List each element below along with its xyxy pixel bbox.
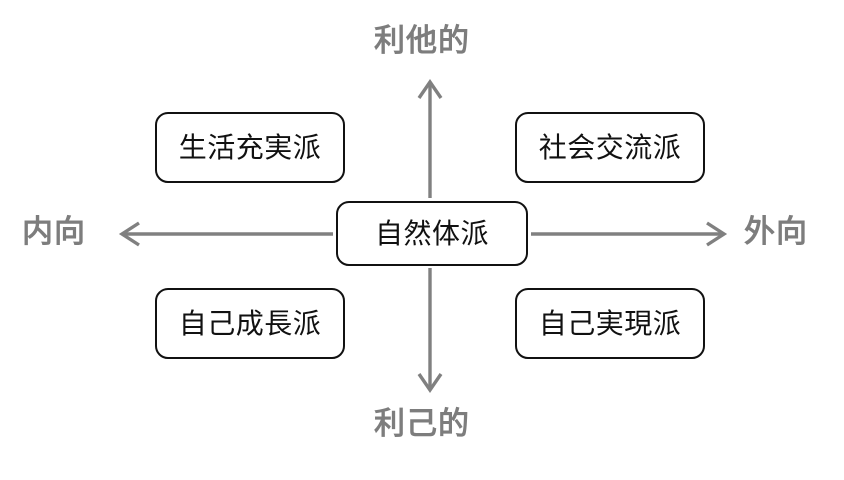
- quadrant-node-top-right-label: 社会交流派: [538, 130, 682, 164]
- horizontal-axis-right-arrow: [531, 221, 728, 247]
- quadrant-node-top-right[interactable]: 社会交流派: [515, 112, 705, 183]
- vertical-axis-down-arrow: [417, 268, 443, 394]
- axis-label-altruistic: 利他的: [374, 23, 470, 59]
- quadrant-node-bottom-right[interactable]: 自己実現派: [515, 288, 705, 359]
- vertical-axis-up-arrow: [417, 78, 443, 198]
- quadrant-node-top-left[interactable]: 生活充実派: [155, 112, 345, 183]
- horizontal-axis-left-arrow: [118, 221, 333, 247]
- axis-label-egoistic: 利己的: [374, 406, 470, 442]
- quadrant-node-bottom-right-label: 自己実現派: [538, 306, 682, 340]
- axis-label-extrovert: 外向: [744, 214, 808, 250]
- center-node[interactable]: 自然体派: [336, 201, 528, 266]
- quadrant-node-bottom-left-label: 自己成長派: [178, 306, 322, 340]
- quadrant-node-top-left-label: 生活充実派: [178, 130, 322, 164]
- axis-label-introvert: 内向: [22, 214, 86, 250]
- quadrant-node-bottom-left[interactable]: 自己成長派: [155, 288, 345, 359]
- center-node-label: 自然体派: [374, 216, 489, 250]
